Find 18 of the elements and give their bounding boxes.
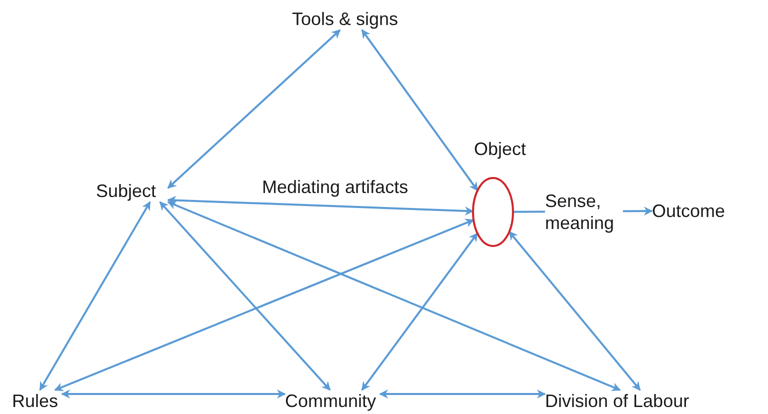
node-label: Tools & signs	[292, 8, 412, 30]
arrow	[167, 29, 341, 189]
arrow	[361, 29, 478, 192]
arrow	[508, 231, 641, 391]
arrow	[167, 196, 474, 216]
node-label: Community	[285, 390, 380, 412]
arrow	[61, 390, 286, 398]
arrow	[167, 200, 621, 392]
arrow	[361, 232, 478, 391]
node-label: Outcome	[652, 200, 732, 222]
arrow	[379, 390, 546, 398]
arrow	[39, 201, 151, 391]
arrow	[54, 218, 474, 392]
node-label: Subject	[96, 180, 168, 202]
arrow	[159, 201, 331, 391]
node-label: Division of Labour	[545, 390, 720, 412]
node-label: Rules	[12, 390, 62, 412]
node-label: Object	[474, 138, 526, 160]
